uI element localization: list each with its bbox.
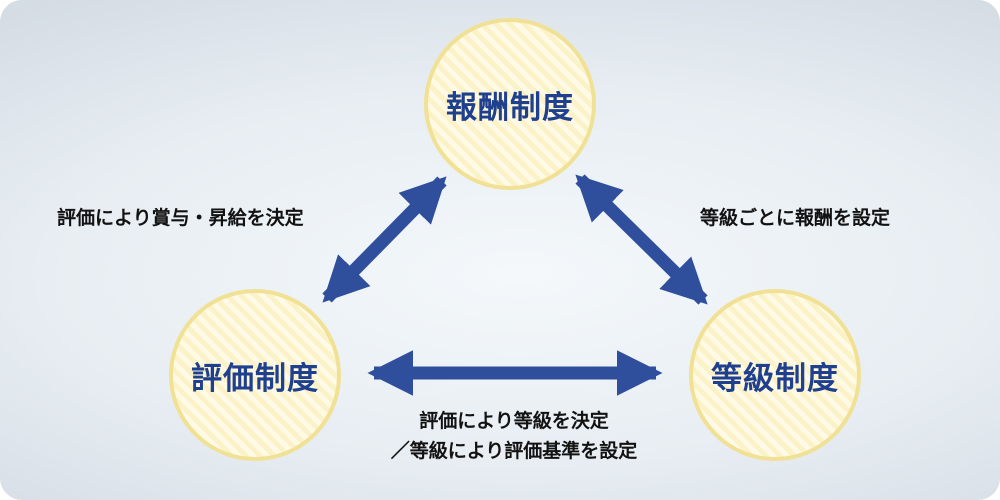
node-grade-system: 等級制度 [689,289,861,461]
edge-label-grade-to-compensation: 等級ごとに報酬を設定 [700,208,891,229]
edge-label-evaluation-grade-line1: 評価により等級を決定 [419,411,609,432]
arrow-top-right [575,174,708,305]
edge-label-evaluation-grade: 評価により等級を決定 ／等級により評価基準を設定 [314,407,714,468]
edge-label-evaluation-to-compensation: 評価により賞与・昇給を決定 [57,208,304,229]
node-grade-label: 等級制度 [711,360,839,396]
node-compensation-system: 報酬制度 [424,18,596,190]
node-evaluation-system: 評価制度 [169,289,341,461]
edge-label-evaluation-grade-line2: ／等級により評価基準を設定 [390,441,638,463]
node-compensation-label: 報酬制度 [446,89,574,125]
arrow-top-left [322,176,447,303]
node-evaluation-label: 評価制度 [191,360,319,396]
